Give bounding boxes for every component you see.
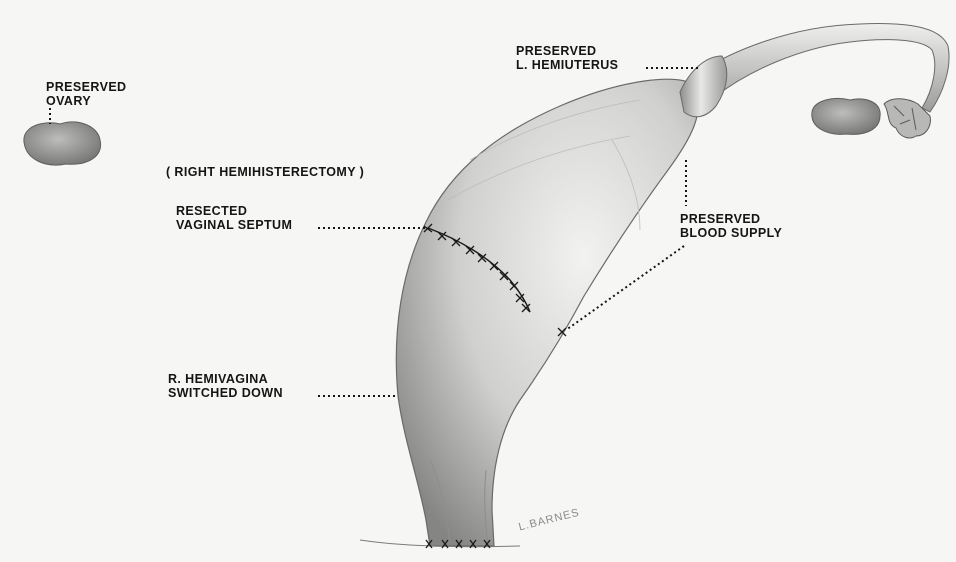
- label-preserved-ovary: PRESERVED OVARY: [46, 80, 126, 108]
- label-preserved-hemiuterus: PRESERVED L. HEMIUTERUS: [516, 44, 618, 72]
- label-hemivagina: R. HEMIVAGINA SWITCHED DOWN: [168, 372, 283, 400]
- label-resected-septum: RESECTED VAGINAL SEPTUM: [176, 204, 292, 232]
- label-blood-supply: PRESERVED BLOOD SUPPLY: [680, 212, 782, 240]
- left-ovary-shape: [24, 122, 101, 165]
- right-ovary-shape: [812, 99, 880, 135]
- hemiuterus-body-shape: [396, 79, 698, 546]
- label-procedure: ( RIGHT HEMIHISTERECTOMY ): [166, 165, 364, 179]
- fallopian-tube-shape: [700, 24, 949, 112]
- uterine-neck-shape: [680, 56, 727, 117]
